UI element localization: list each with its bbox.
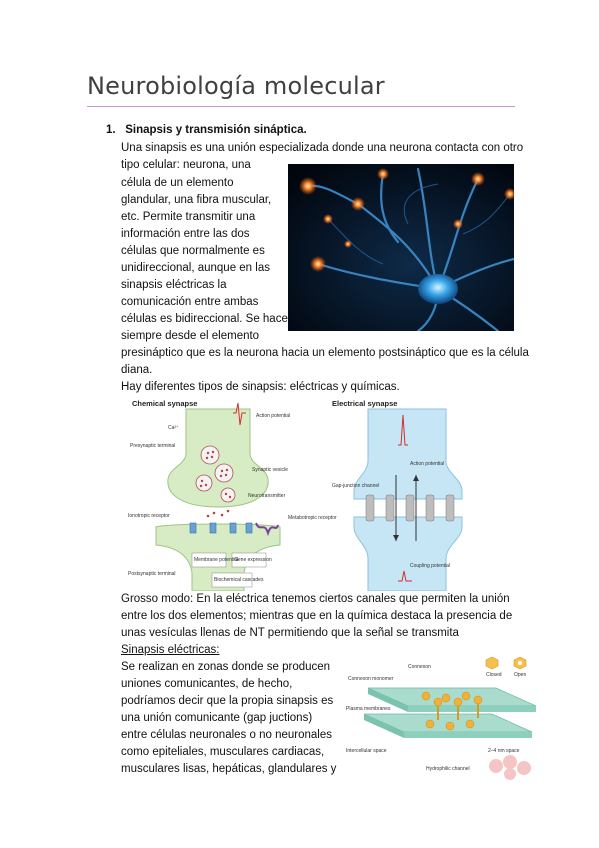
svg-text:Ionotropic receptor: Ionotropic receptor: [128, 513, 170, 519]
title-divider: [87, 106, 515, 107]
svg-text:Action potential: Action potential: [410, 461, 444, 467]
svg-text:Presynaptic terminal: Presynaptic terminal: [130, 443, 175, 449]
svg-text:Biochemical cascades: Biochemical cascades: [214, 577, 264, 583]
text-line: células que normalmente es: [121, 245, 265, 257]
text-line: Hay diferentes tipos de sinapsis: eléctr…: [121, 381, 400, 393]
svg-text:Ca²⁺: Ca²⁺: [168, 425, 179, 431]
text-line: podríamos decir que la propia sinapsis e…: [121, 695, 334, 707]
svg-text:Metabotropic receptor: Metabotropic receptor: [288, 515, 337, 521]
text-line: entre células neuronales o no neuronales: [121, 729, 332, 741]
svg-text:Postsynaptic terminal: Postsynaptic terminal: [128, 571, 176, 577]
text-line: diana.: [121, 364, 153, 376]
text-line: célula de un elemento: [121, 177, 234, 189]
svg-text:Gene expression: Gene expression: [234, 557, 272, 563]
text-line: Grosso modo: En la eléctrica tenemos cie…: [121, 593, 510, 605]
svg-text:Action potential: Action potential: [256, 413, 290, 419]
text-line: Se realizan en zonas donde se producen: [121, 661, 331, 673]
text-line: musculares lisas, hepáticas, glandulares…: [121, 763, 337, 775]
section-heading: 1. Sinapsis y transmisión sináptica.: [106, 124, 307, 136]
text-line: unidireccional, aunque en las: [121, 262, 270, 274]
text-line: etc. Permite transmitir una: [121, 211, 256, 223]
text-line: sinapsis eléctricas la: [121, 279, 227, 291]
text-line: comunicación entre ambas: [121, 296, 259, 308]
text-line: glandular, una fibra muscular,: [121, 194, 272, 206]
text-line: unas vesículas llenas de NT permitiendo …: [121, 627, 459, 639]
svg-text:Intercellular space: Intercellular space: [346, 748, 387, 754]
text-line: siempre desde el elemento: [121, 330, 260, 342]
svg-text:Connexon: Connexon: [408, 664, 431, 670]
text-line: una unión comunicante (gap juctions): [121, 712, 313, 724]
chemical-synapse-title: Chemical synapse: [132, 399, 197, 408]
svg-text:Connexon monomer: Connexon monomer: [348, 676, 394, 682]
text-line: entre los dos elementos; mientras que en…: [121, 610, 513, 622]
text-line: Una sinapsis es una unión especializada …: [121, 142, 524, 154]
svg-text:Gap-junction channel: Gap-junction channel: [332, 483, 379, 489]
svg-text:Plasma membranes: Plasma membranes: [346, 706, 391, 712]
synapse-types-figure: Chemical synapse Electrical synapse Acti…: [128, 395, 464, 591]
gap-junction-figure: Connexon Connexon monomer Closed Open Pl…: [346, 654, 544, 780]
subheading-electrical: Sinapsis eléctricas:: [121, 644, 220, 656]
text-line: células es bidireccional. Se hace: [121, 313, 288, 325]
text-line: información entre las dos: [121, 228, 250, 240]
svg-text:2–4 nm space: 2–4 nm space: [488, 748, 520, 754]
neuron-image: [288, 164, 514, 331]
svg-text:Coupling potential: Coupling potential: [410, 563, 450, 569]
text-line: como epiteliales, musculares cardiacas,: [121, 746, 325, 758]
svg-text:Closed: Closed: [486, 672, 502, 678]
svg-text:Synaptic vesicle: Synaptic vesicle: [252, 467, 288, 473]
section-title: Sinapsis y transmisión sináptica.: [125, 124, 307, 136]
svg-text:Hydrophilic channel: Hydrophilic channel: [426, 766, 470, 772]
electrical-synapse-title: Electrical synapse: [332, 399, 397, 408]
text-line: presináptico que es la neurona hacia un …: [121, 347, 529, 359]
svg-text:Neurotransmitter: Neurotransmitter: [248, 493, 286, 499]
section-number: 1.: [106, 124, 116, 136]
page-title: Neurobiología molecular: [87, 72, 385, 100]
svg-text:Membrane potential: Membrane potential: [194, 557, 238, 563]
svg-text:Open: Open: [514, 672, 526, 678]
text-line: uniones comunicantes, de hecho,: [121, 678, 293, 690]
text-line: tipo celular: neurona, una: [121, 159, 251, 171]
